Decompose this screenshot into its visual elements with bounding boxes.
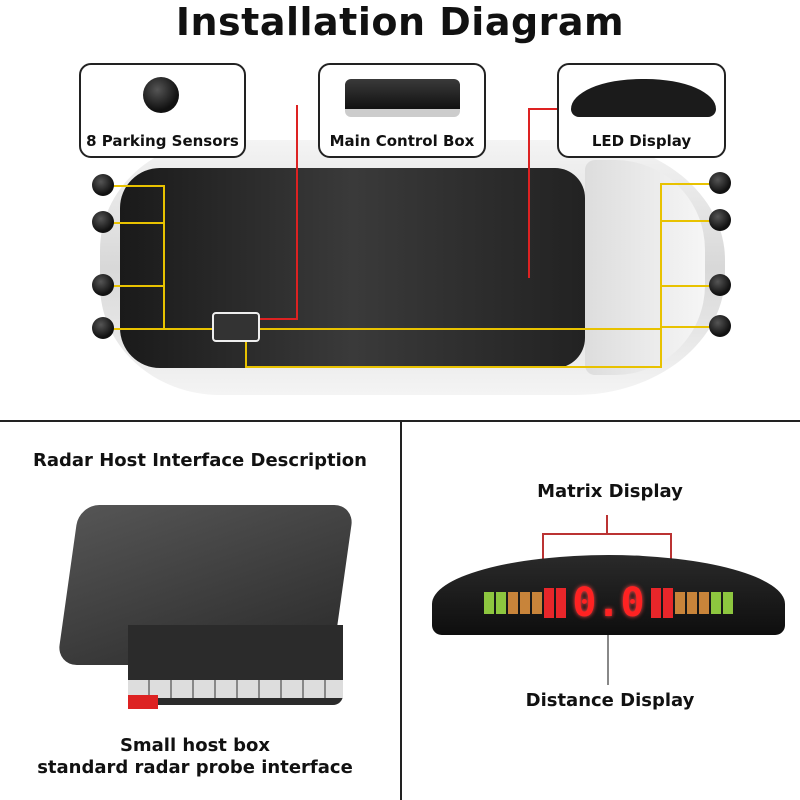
control-box-in-car xyxy=(212,312,260,342)
distance-bar-segment xyxy=(556,588,567,618)
control-box-icon xyxy=(345,79,460,117)
page-title: Installation Diagram xyxy=(175,0,625,44)
sensor-icon xyxy=(92,274,114,296)
sensor-icon xyxy=(709,315,731,337)
left-distance-bars xyxy=(484,588,567,618)
car-hood xyxy=(585,160,705,375)
distance-bar-segment xyxy=(686,592,697,614)
distance-bar-segment xyxy=(698,592,709,614)
distance-bar-segment xyxy=(496,592,507,614)
callout-parking-sensors: 8 Parking Sensors xyxy=(79,63,246,158)
led-display: 0.0 xyxy=(432,555,785,635)
sensor-icon xyxy=(143,77,179,113)
distance-bar-segment xyxy=(722,592,733,614)
sensor-icon xyxy=(709,274,731,296)
sensor-icon xyxy=(92,174,114,196)
distance-bar-segment xyxy=(520,592,531,614)
right-distance-bars xyxy=(650,588,733,618)
divider xyxy=(400,420,402,800)
distance-readout: 0.0 xyxy=(572,580,645,626)
sensor-icon xyxy=(92,317,114,339)
distance-bar-segment xyxy=(484,592,495,614)
led-display-icon xyxy=(571,79,716,117)
sensor-icon xyxy=(709,172,731,194)
host-heading: Radar Host Interface Description xyxy=(33,450,367,471)
distance-bar-segment xyxy=(532,592,543,614)
distance-bar-segment xyxy=(674,592,685,614)
distance-display-label: Distance Display xyxy=(525,690,695,711)
distance-bar-segment xyxy=(662,588,673,618)
host-box-image xyxy=(56,505,355,715)
car-glass-roof xyxy=(120,168,585,368)
sensor-icon xyxy=(92,211,114,233)
distance-bar-segment xyxy=(544,588,555,618)
sensor-icon xyxy=(709,209,731,231)
host-caption-line2: standard radar probe interface xyxy=(37,757,353,778)
matrix-display-label: Matrix Display xyxy=(537,481,683,502)
callout-main-control-box: Main Control Box xyxy=(318,63,486,158)
distance-bar-segment xyxy=(650,588,661,618)
distance-bar-segment xyxy=(710,592,721,614)
host-caption-line1: Small host box xyxy=(119,735,271,756)
callout-led-display: LED Display xyxy=(557,63,726,158)
distance-bar-segment xyxy=(508,592,519,614)
